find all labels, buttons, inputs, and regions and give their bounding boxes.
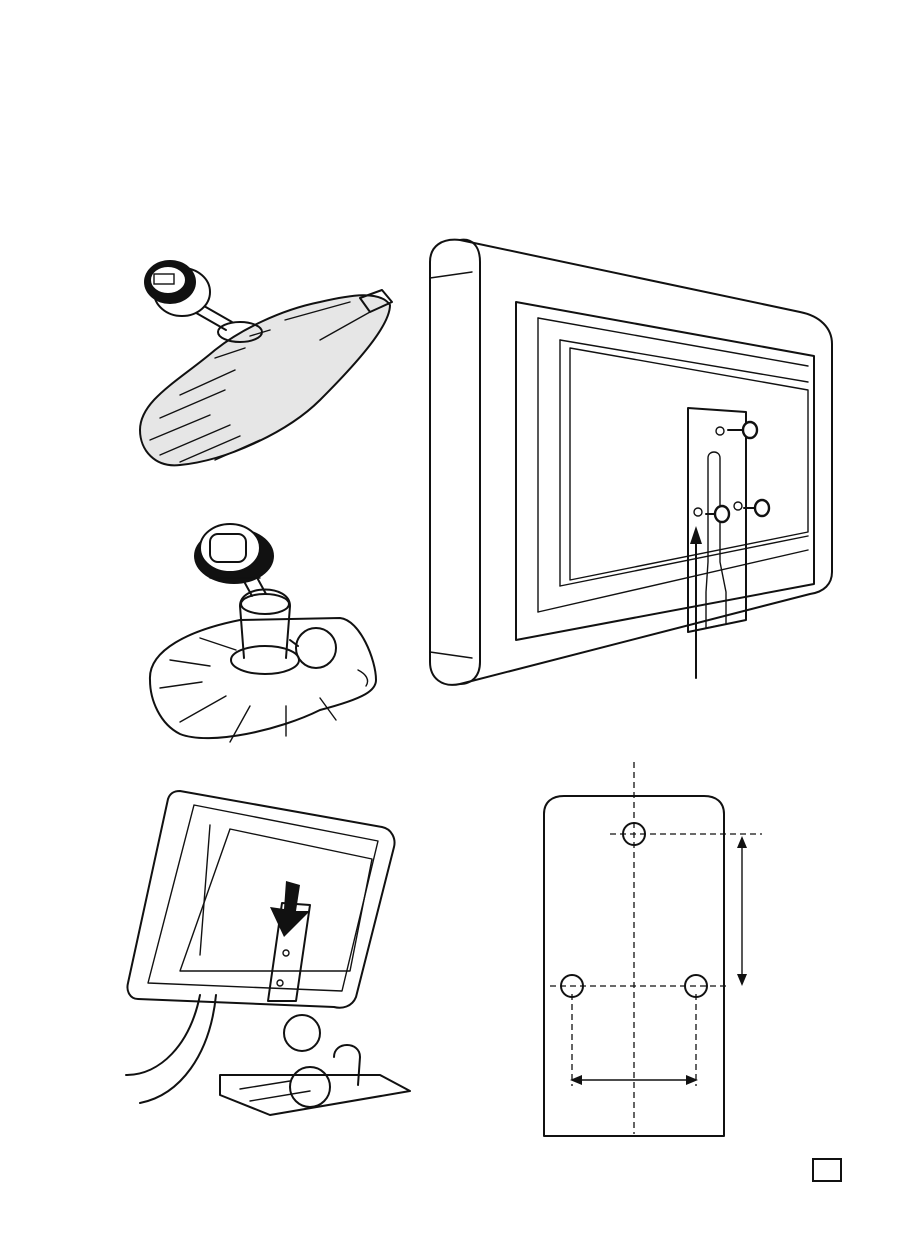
monitor-back-figure (420, 232, 840, 692)
assembly-figure (120, 785, 420, 1125)
monitor-slide-on-assembly-icon (120, 785, 420, 1125)
adhesive-base-mount-icon (140, 510, 390, 755)
adhesive-base-figure (140, 510, 390, 755)
bracket-template-figure (540, 762, 770, 1142)
suction-mount-figure (120, 240, 400, 480)
monitor-rear-bracket-icon (420, 232, 840, 692)
page-number-box (812, 1158, 842, 1182)
bracket-hole-template-icon (540, 762, 770, 1142)
suction-cup-mount-icon (120, 240, 400, 480)
